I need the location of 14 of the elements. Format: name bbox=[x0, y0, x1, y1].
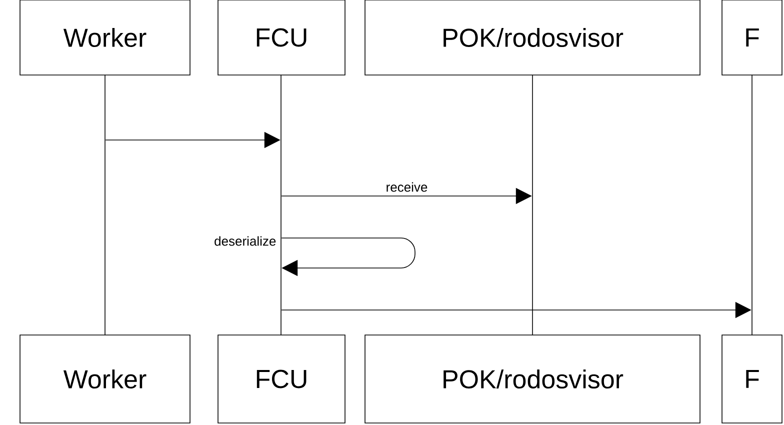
lifeline bbox=[104, 75, 106, 335]
lifeline-box: FCU bbox=[218, 334, 346, 424]
lifeline-box: POK/rodosvisor bbox=[364, 0, 700, 76]
lifeline-box: F bbox=[722, 334, 782, 424]
lifeline-box: Worker bbox=[20, 334, 190, 424]
lifeline-box: F bbox=[722, 0, 782, 76]
lifeline bbox=[280, 75, 282, 335]
lifeline-box: Worker bbox=[20, 0, 190, 76]
lifeline bbox=[532, 75, 533, 335]
self-message-arrow bbox=[281, 238, 416, 276]
edge-label: receive bbox=[386, 182, 428, 192]
edge-label: deserialize bbox=[214, 236, 276, 246]
lifeline-box: POK/rodosvisor bbox=[364, 334, 700, 424]
lifeline-box: FCU bbox=[218, 0, 346, 76]
